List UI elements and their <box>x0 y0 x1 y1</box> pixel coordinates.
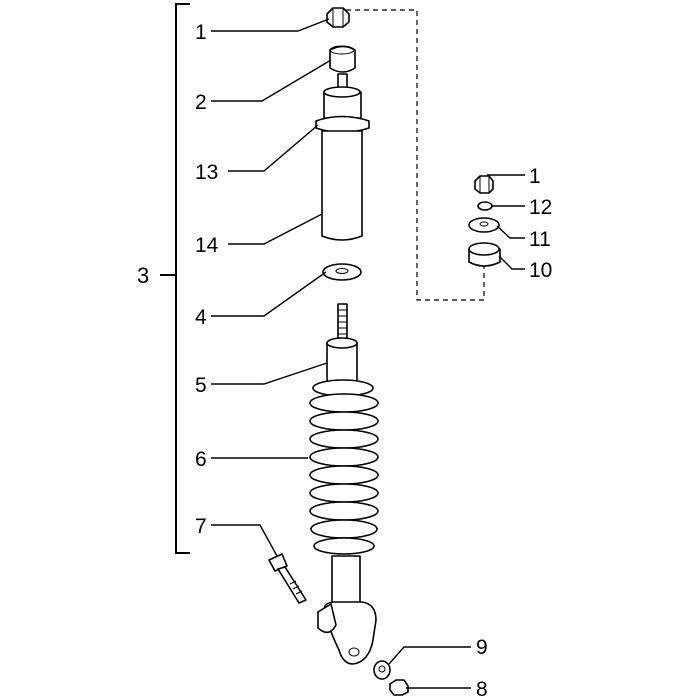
rubber-bushing-icon <box>468 242 501 267</box>
callout-7: 7 <box>195 515 207 538</box>
callout-1-top: 1 <box>195 21 207 44</box>
callout-13: 13 <box>195 161 218 184</box>
washer-icon <box>477 201 493 211</box>
assembly-bracket <box>160 3 190 554</box>
callout-11: 11 <box>529 228 551 251</box>
washer-icon <box>373 660 391 680</box>
lower-mount <box>317 555 377 665</box>
callout-9: 9 <box>476 636 488 659</box>
hex-nut-icon <box>326 7 350 28</box>
rubber-bushing-icon <box>329 45 356 73</box>
leader-lines <box>211 18 525 689</box>
callout-5: 5 <box>195 374 207 397</box>
callout-8: 8 <box>476 678 488 700</box>
hex-nut-icon <box>389 679 409 696</box>
coil-spring-icon <box>309 379 379 555</box>
callout-10: 10 <box>529 259 552 282</box>
callout-6: 6 <box>195 448 207 471</box>
washer-icon <box>322 263 362 281</box>
washer-icon <box>468 217 500 233</box>
callout-2: 2 <box>195 91 207 114</box>
shock-absorber-icon <box>315 86 370 241</box>
threaded-rod <box>337 303 348 341</box>
callout-1-right: 1 <box>529 165 541 188</box>
hex-nut-icon <box>474 175 494 194</box>
callout-12: 12 <box>529 196 552 219</box>
callout-4: 4 <box>195 306 207 329</box>
callout-3-assembly: 3 <box>137 263 149 288</box>
bolt-icon <box>268 553 307 604</box>
callout-14: 14 <box>195 234 219 257</box>
alternate-parts-connector <box>346 9 485 301</box>
